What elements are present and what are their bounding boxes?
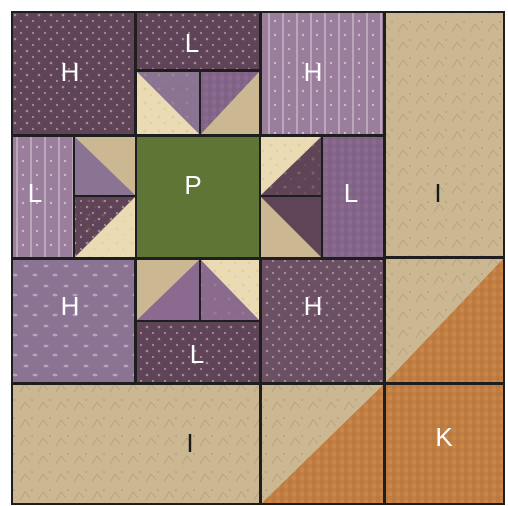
star-units-left: [75, 137, 135, 257]
label-l-right: L: [344, 178, 358, 208]
label-l-bottom: L: [190, 339, 204, 369]
label-k-corner: K: [435, 422, 453, 452]
star-units-bottom: [137, 260, 259, 320]
patch-i-bottom: [13, 385, 259, 503]
label-l-left: L: [28, 178, 42, 208]
hst-right-middle: [386, 259, 503, 382]
star-units-top: [137, 72, 259, 134]
patch-i-right: [386, 13, 503, 256]
star-units-right: [261, 137, 321, 257]
label-i-bottom: I: [186, 428, 193, 458]
label-h-top-right: H: [304, 57, 323, 87]
hst-bottom-middle: [262, 385, 383, 503]
patch-h-top-right: [262, 13, 383, 134]
label-h-top-left: H: [61, 57, 80, 87]
patch-l-left: [13, 137, 73, 257]
label-h-bottom-right: H: [304, 291, 323, 321]
label-l-top: L: [185, 28, 199, 58]
label-i-right: I: [434, 178, 441, 208]
patch-h-bottom-right: [262, 260, 383, 382]
patch-h-bottom-left: [13, 260, 134, 382]
label-p-center: P: [184, 170, 201, 200]
label-h-bottom-left: H: [61, 291, 80, 321]
